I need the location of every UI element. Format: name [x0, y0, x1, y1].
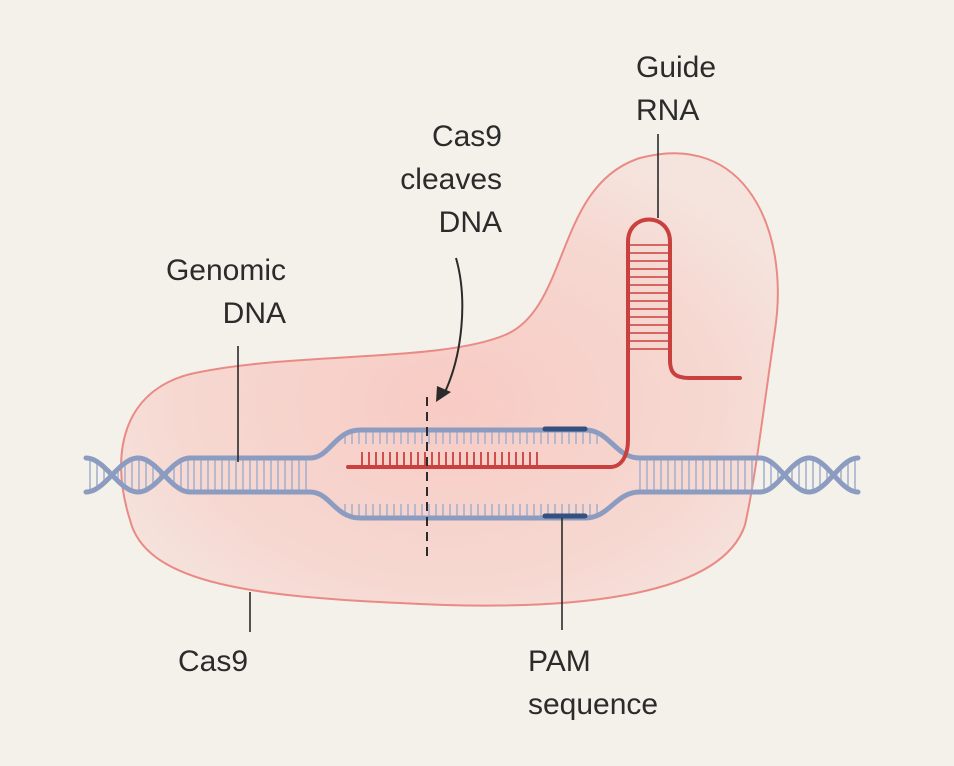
right-helix-b [757, 455, 861, 495]
dna-bottom-strand [187, 489, 763, 521]
left-helix-a [83, 455, 193, 495]
guide-rna-label: Guide RNA [636, 51, 717, 127]
cas9-cleaves-dna-label: Cas9 cleaves DNA [400, 120, 502, 239]
right-helix-a [757, 455, 861, 495]
cleavage-arrow [444, 257, 464, 393]
left-helix-b [83, 455, 193, 495]
guide-rna-backbone [346, 217, 742, 469]
pam-sequence-label: PAM sequence [528, 645, 659, 721]
genomic-dna-label: Genomic DNA [165, 254, 286, 330]
cleavage-arrow-head [436, 386, 451, 402]
guide-rna [346, 217, 742, 469]
cas9-label: Cas9 [178, 645, 249, 678]
